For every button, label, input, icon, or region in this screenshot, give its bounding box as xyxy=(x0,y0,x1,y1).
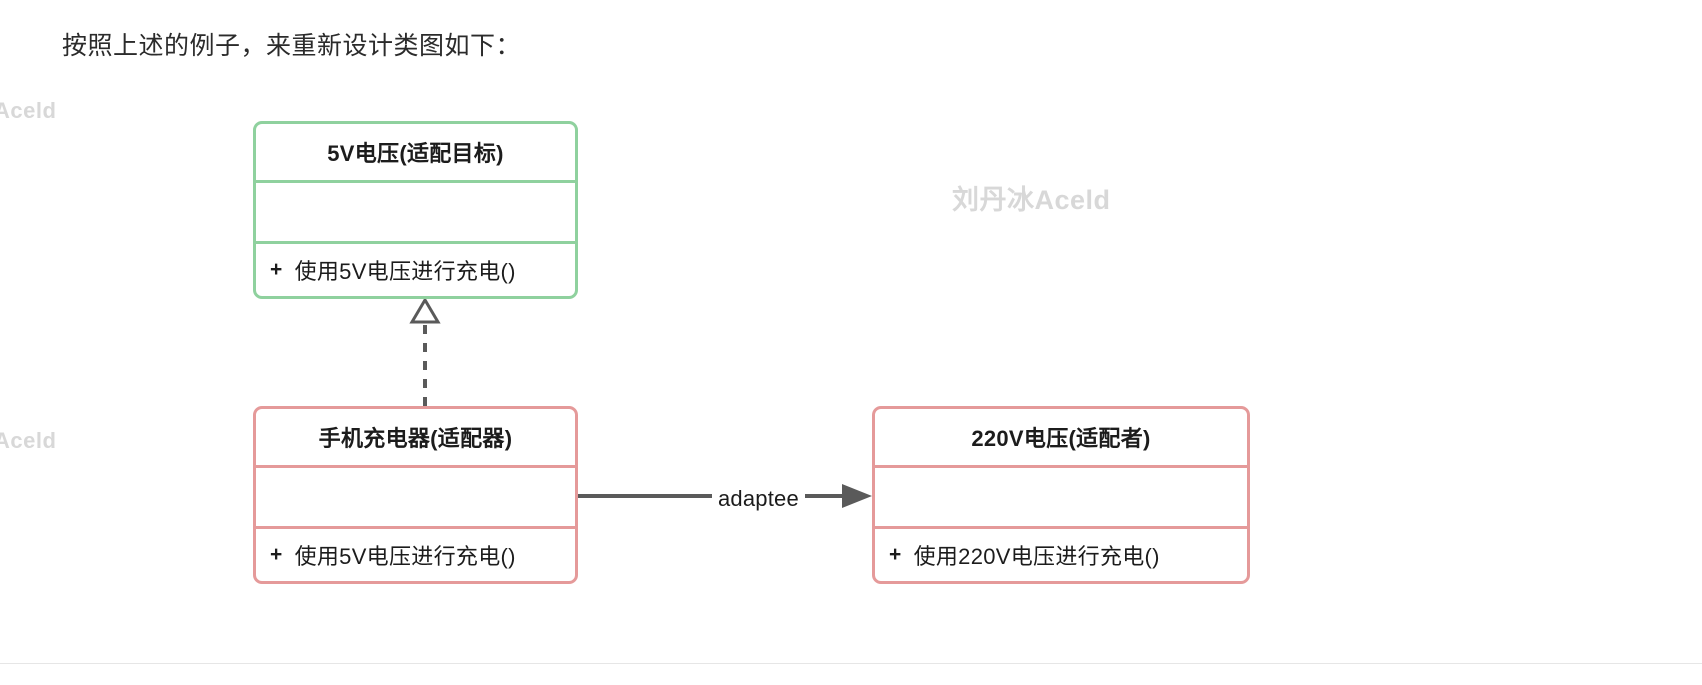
method-signature: 使用5V电压进行充电() xyxy=(294,259,516,284)
method-signature: 使用5V电压进行充电() xyxy=(294,544,516,569)
class-title-adapter: 手机充电器(适配器) xyxy=(318,426,513,451)
method-signature: 使用220V电压进行充电() xyxy=(913,544,1160,569)
association-filled-arrowhead xyxy=(842,484,872,508)
watermark-left-top: Aceld xyxy=(0,98,57,123)
edge-label-adaptee: adaptee xyxy=(712,486,805,512)
class-attributes-adaptee xyxy=(875,465,1247,526)
visibility-public-icon: + xyxy=(270,543,283,566)
class-methods-target: + 使用5V电压进行充电() xyxy=(256,241,575,296)
class-title-adaptee: 220V电压(适配者) xyxy=(971,426,1151,451)
class-box-target[interactable]: 5V电压(适配目标) + 使用5V电压进行充电() xyxy=(253,121,578,299)
watermark-center: 刘丹冰Aceld xyxy=(952,185,1111,215)
page-heading: 按照上述的例子，来重新设计类图如下： xyxy=(62,32,522,60)
realization-hollow-triangle-arrowhead xyxy=(409,297,441,324)
class-box-adapter[interactable]: 手机充电器(适配器) + 使用5V电压进行充电() xyxy=(253,406,578,584)
class-methods-adapter: + 使用5V电压进行充电() xyxy=(256,526,575,581)
bottom-divider xyxy=(0,663,1702,664)
class-attributes-adapter xyxy=(256,465,575,526)
visibility-public-icon: + xyxy=(270,258,283,281)
class-box-adaptee[interactable]: 220V电压(适配者) + 使用220V电压进行充电() xyxy=(872,406,1250,584)
class-attributes-target xyxy=(256,180,575,241)
visibility-public-icon: + xyxy=(889,543,902,566)
class-title-target: 5V电压(适配目标) xyxy=(327,141,504,166)
class-methods-adaptee: + 使用220V电压进行充电() xyxy=(875,526,1247,581)
watermark-left-bottom: Aceld xyxy=(0,428,57,453)
